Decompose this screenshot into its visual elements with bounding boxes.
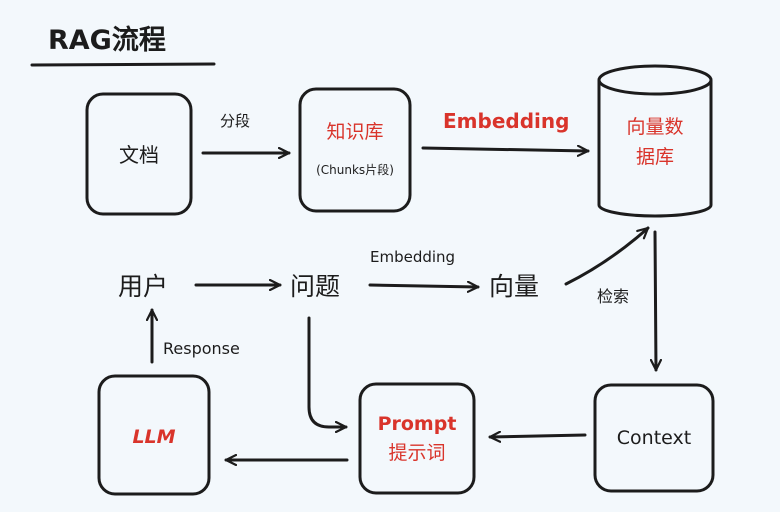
llm-label: LLM — [132, 426, 175, 448]
edges — [152, 148, 656, 460]
arrow-vector-db-to-context — [655, 230, 656, 372]
edge-label-response: Response — [163, 339, 240, 358]
arrow-question-to-prompt — [307, 316, 348, 427]
page-title: RAG流程 — [48, 25, 166, 56]
arrow-vector-to-vector-db — [564, 226, 650, 286]
llm-node: LLM — [97, 374, 211, 496]
context-label: Context — [617, 427, 691, 449]
vector-database-node: 向量数 据库 — [597, 64, 713, 218]
documents-node: 文档 — [85, 92, 193, 216]
prompt-node: Prompt 提示词 — [358, 382, 476, 495]
context-node: Context — [593, 383, 715, 493]
documents-label: 文档 — [119, 143, 159, 167]
vector-database-label-line2: 据库 — [636, 146, 674, 168]
user-label: 用户 — [118, 272, 168, 301]
arrow-kb-to-vector-db — [421, 148, 590, 151]
knowledge-base-sublabel: (Chunks片段) — [316, 162, 394, 177]
knowledge-base-label: 知识库 — [326, 121, 383, 143]
arrow-question-to-vector — [368, 285, 480, 287]
title-underline — [30, 62, 216, 67]
prompt-label-line2: 提示词 — [388, 442, 445, 464]
question-label: 问题 — [290, 272, 340, 301]
vector-label: 向量 — [489, 272, 539, 301]
edge-label-embedding-kb: Embedding — [443, 109, 569, 133]
knowledge-base-node: 知识库 (Chunks片段) — [298, 87, 412, 213]
vector-database-label-line1: 向量数 — [626, 116, 683, 138]
edge-label-retrieval: 检索 — [597, 287, 629, 306]
arrow-context-to-prompt — [488, 435, 587, 437]
edge-label-chunking: 分段 — [220, 112, 250, 130]
prompt-label-line1: Prompt — [378, 413, 457, 435]
edge-label-embedding-question: Embedding — [370, 248, 455, 266]
